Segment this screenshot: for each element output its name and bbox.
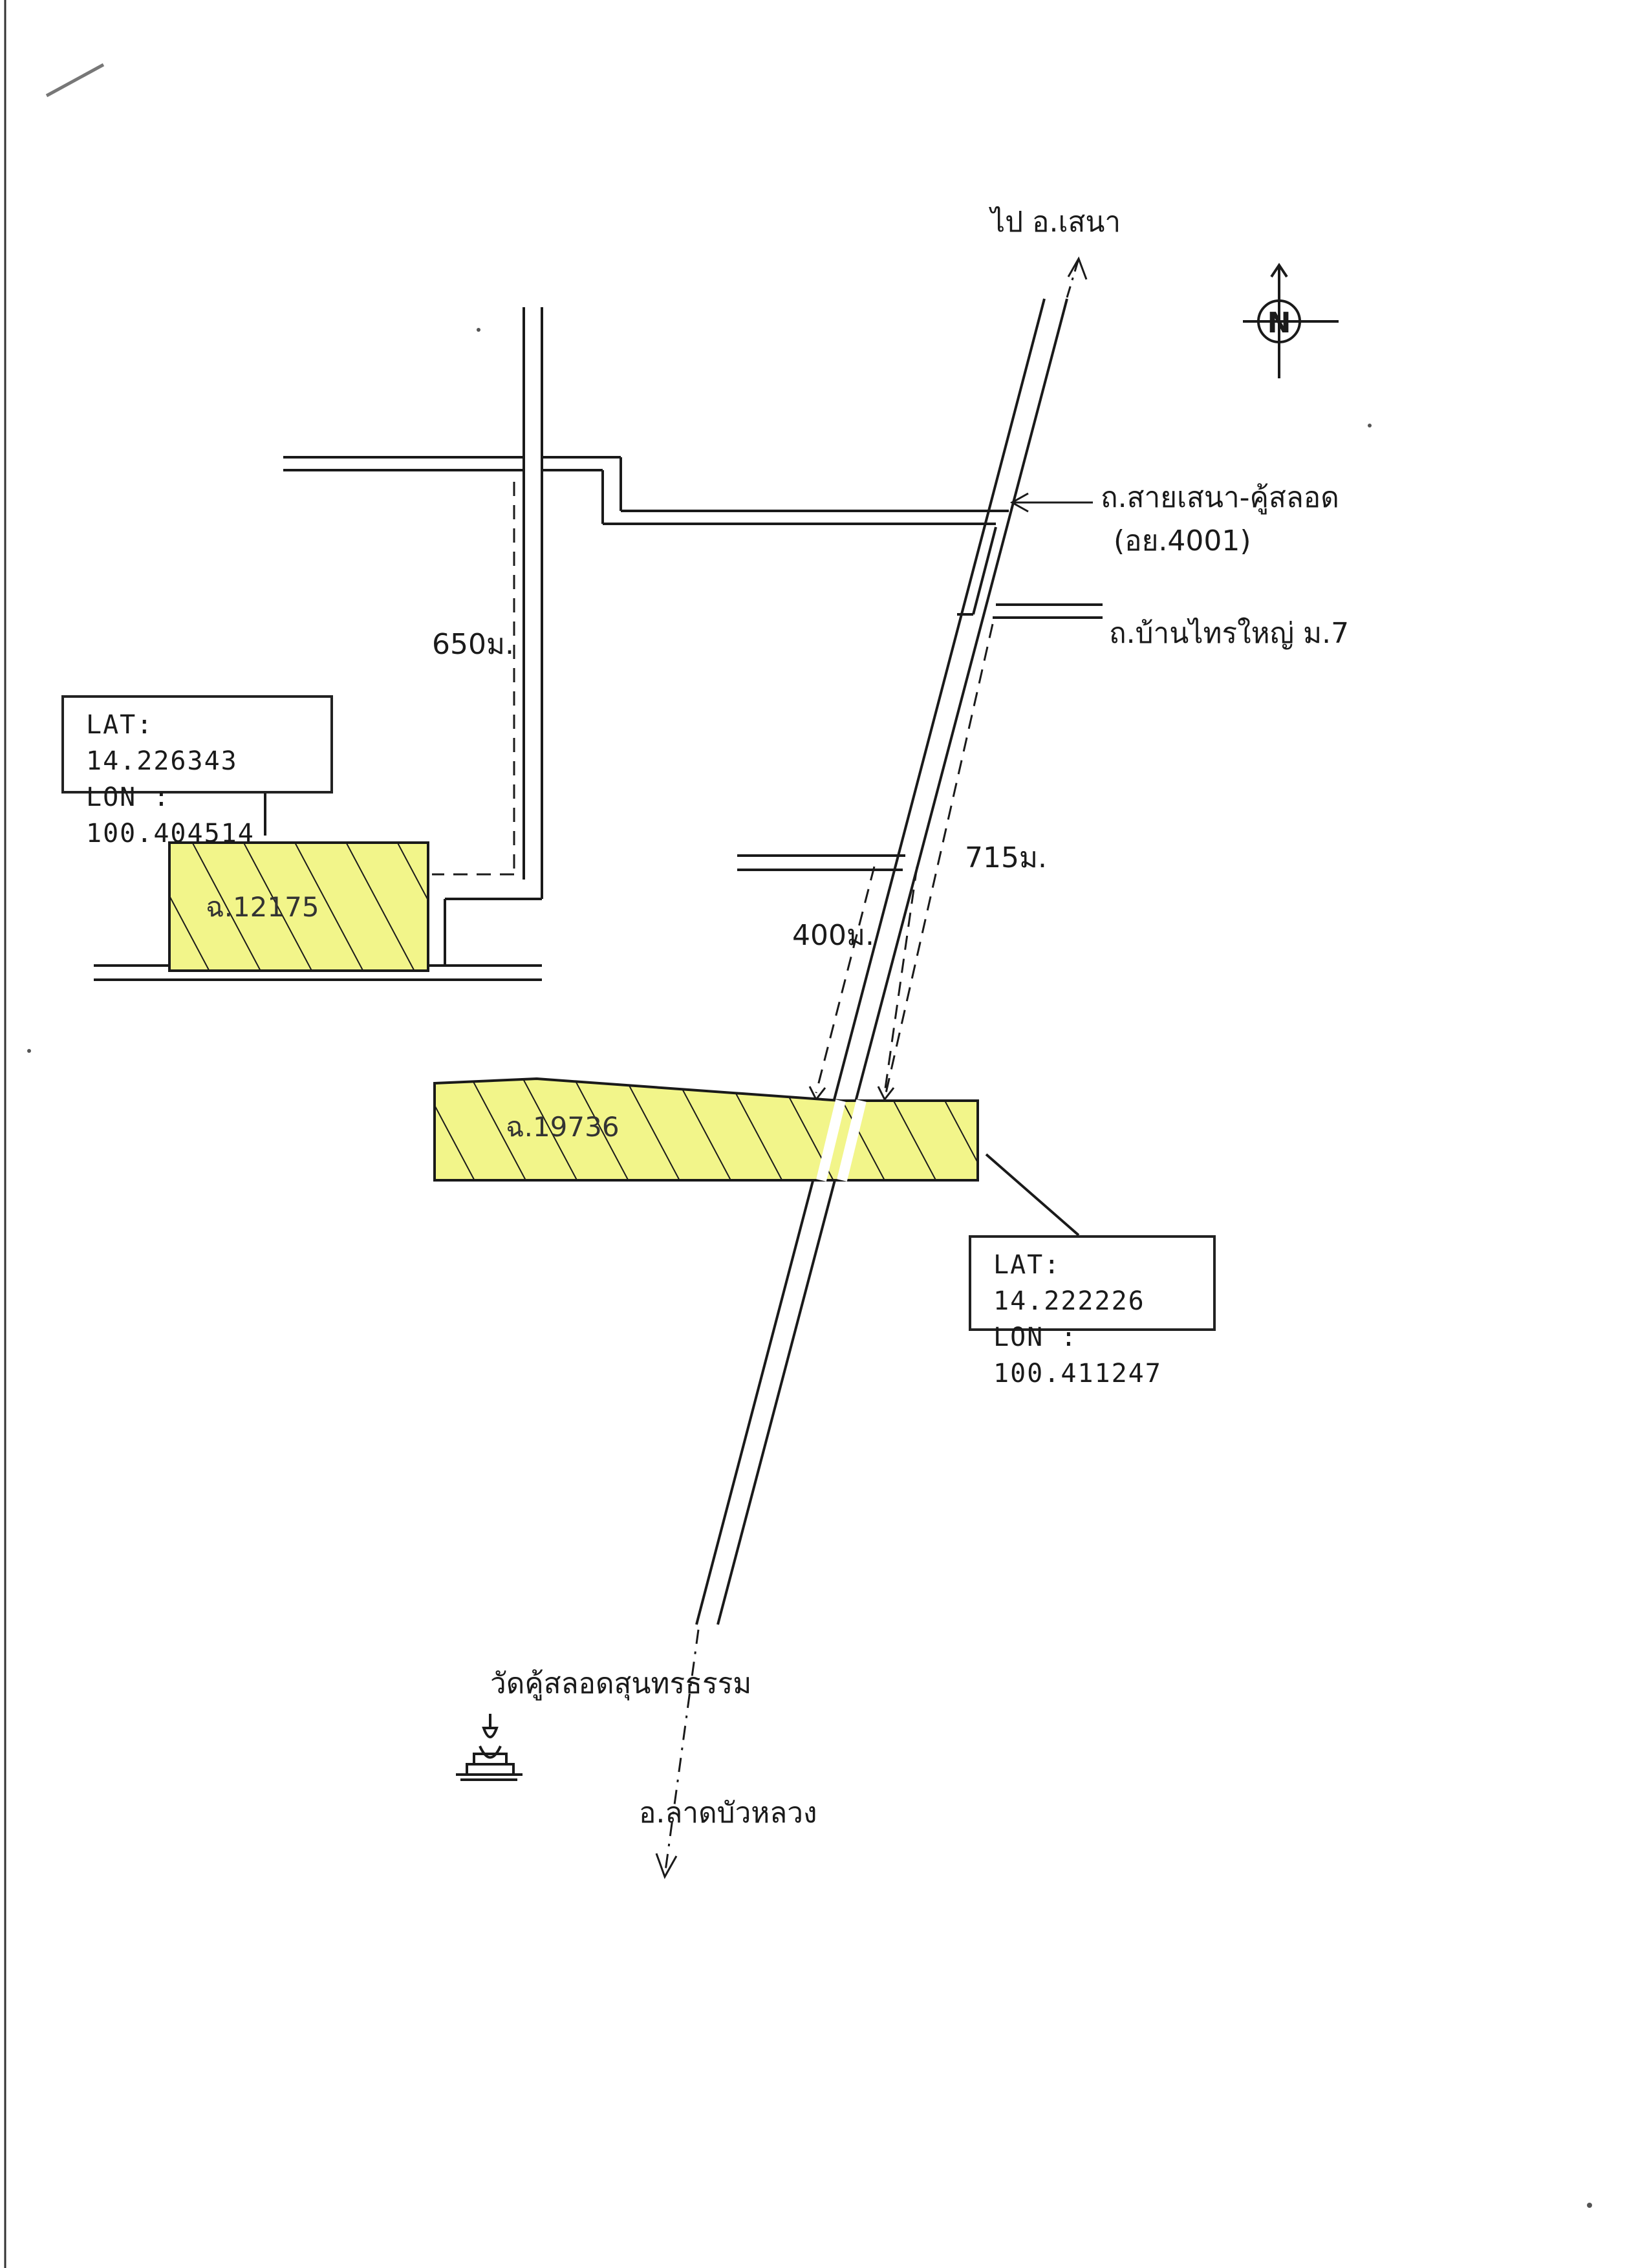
main-road [695, 298, 1068, 1625]
plot-b-lon: LON : 100.411247 [993, 1323, 1162, 1388]
distance-guides [432, 482, 994, 1094]
arrow-south-icon [655, 1853, 678, 1879]
direction-south-label: อ.ลาดบัวหลวง [639, 1797, 817, 1830]
direction-north-label: ไป อ.เสนา [991, 206, 1121, 239]
road-continue-south [663, 1629, 700, 1876]
north-side-road [523, 307, 543, 899]
pen-stroke-corner [45, 63, 105, 98]
scan-dot [1368, 424, 1372, 427]
road-main-name: ถ.สายเสนา-คู้สลอด [1101, 481, 1339, 514]
road-continue-north [1066, 258, 1080, 298]
plot-a-lat: LAT: 14.226343 [86, 710, 238, 776]
plot-a-lon: LON : 100.404514 [86, 783, 255, 848]
scan-dot [477, 328, 480, 332]
plot-b-leader [985, 1153, 1080, 1237]
road-main-code: (อย.4001) [1114, 524, 1251, 557]
temple-stupa-icon [456, 1714, 523, 1781]
arrow-north-icon [1067, 256, 1088, 280]
branch-road-right [993, 603, 1103, 619]
plot-b-label: ฉ.19736 [506, 1111, 620, 1143]
plot-b-parcel [433, 1077, 979, 1182]
plot-a-coordinates: LAT: 14.226343 LON : 100.404514 [61, 695, 333, 848]
plot-b-coordinates: LAT: 14.222226 LON : 100.411247 [969, 1235, 1216, 1388]
scan-dot [1587, 2203, 1592, 2208]
junction-spur [957, 526, 997, 616]
compass-icon [1243, 263, 1339, 378]
distance-label-715: 715ม. [965, 841, 1047, 874]
temple-label: วัดคู้สลอดสุนทรธรรม [490, 1667, 752, 1700]
pointer-arrow-icon [1009, 492, 1029, 513]
plot-b-lat: LAT: 14.222226 [993, 1250, 1145, 1316]
plot-a-label: ฉ.12175 [206, 891, 319, 923]
compass-letter: N [1267, 307, 1291, 340]
road-branch-name: ถ.บ้านไทรใหญ่ ม.7 [1109, 617, 1350, 650]
scan-dot [27, 1049, 31, 1053]
distance-label-400: 400ม. [792, 919, 874, 952]
arrow-715-icon [877, 1086, 895, 1101]
cross-road [283, 456, 1009, 525]
branch-road-left [737, 854, 905, 871]
plot-a-parcel [168, 841, 429, 972]
distance-label-left: 650ม. [432, 628, 514, 661]
